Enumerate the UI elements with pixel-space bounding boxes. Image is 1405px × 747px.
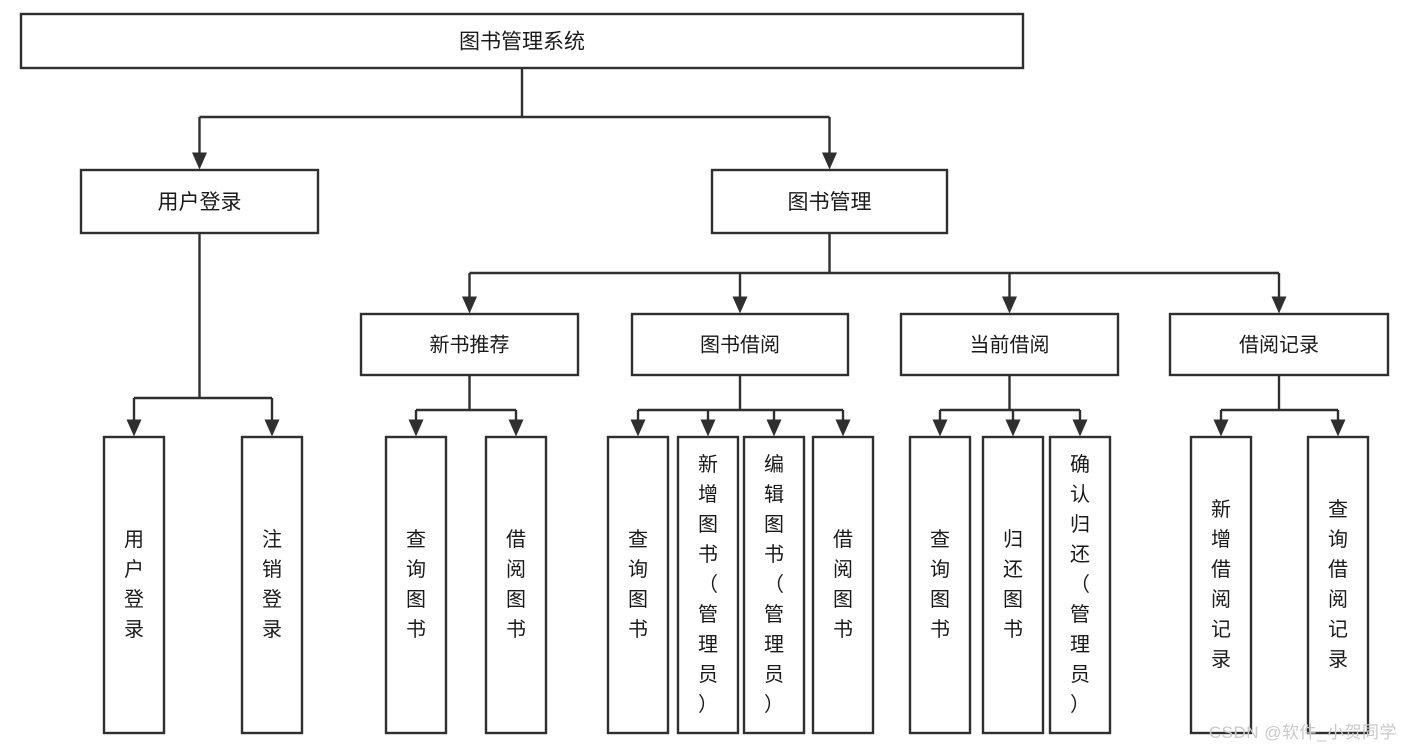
arrow-head-icon (192, 152, 207, 170)
node-label: 新书推荐 (430, 334, 510, 357)
node-label: 当前借阅 (970, 334, 1050, 357)
node-user-login[interactable]: 用户登录 (79, 168, 320, 235)
arrow-head-icon (630, 419, 646, 437)
node-box (908, 435, 972, 735)
node-leaf-add-borrow-record[interactable]: 新增借阅记录 (1189, 435, 1253, 735)
arrow-head-icon (732, 296, 748, 314)
node-leaf-borrow-book-recommend[interactable]: 借阅图书 (484, 435, 548, 735)
node-box (79, 168, 320, 235)
node-label: 图书管理系统 (459, 31, 585, 54)
connector-layer (126, 68, 1346, 437)
node-leaf-borrow-book[interactable]: 借阅图书 (811, 435, 875, 735)
node-book-management[interactable]: 图书管理 (710, 168, 949, 235)
node-box (742, 435, 806, 735)
node-leaf-query-book-borrow[interactable]: 查询图书 (606, 435, 670, 735)
node-label: 注销登录 (262, 528, 282, 641)
arrow-head-icon (1330, 419, 1346, 437)
node-label: 借阅记录 (1239, 334, 1319, 357)
node-label: 查询借阅记录 (1328, 498, 1348, 671)
arrow-head-icon (932, 419, 948, 437)
arrow-head-icon (1005, 419, 1021, 437)
node-box (1048, 435, 1112, 735)
node-label: 确认归还（管理员） (1070, 453, 1090, 716)
node-leaf-query-book-current[interactable]: 查询图书 (908, 435, 972, 735)
arrow-head-icon (835, 419, 851, 437)
node-current-borrow[interactable]: 当前借阅 (899, 312, 1120, 377)
node-root[interactable]: 图书管理系统 (19, 12, 1025, 70)
arrow-head-icon (766, 419, 782, 437)
arrow-head-icon (1072, 419, 1088, 437)
node-label: 新增图书（管理员） (698, 453, 718, 716)
node-label: 借阅图书 (506, 528, 526, 641)
node-leaf-add-book-admin[interactable]: 新增图书（管理员） (676, 435, 740, 735)
arrow-head-icon (822, 152, 837, 170)
node-label: 编辑图书（管理员） (764, 453, 784, 716)
node-box (19, 12, 1025, 70)
arrow-head-icon (1213, 419, 1229, 437)
node-label: 用户登录 (124, 529, 144, 641)
node-leaf-logout[interactable]: 注销登录 (240, 435, 304, 735)
node-label: 查询图书 (930, 528, 950, 641)
arrow-head-icon (1271, 296, 1287, 314)
node-box (811, 435, 875, 735)
node-box (899, 312, 1120, 377)
node-label: 新增借阅记录 (1211, 498, 1231, 671)
arrow-head-icon (264, 419, 280, 437)
node-layer: 图书管理系统用户登录图书管理新书推荐图书借阅当前借阅借阅记录用户登录注销登录查询… (19, 12, 1390, 735)
node-box (981, 435, 1045, 735)
arrow-head-icon (700, 419, 716, 437)
node-box (359, 312, 580, 377)
node-box (240, 435, 304, 735)
node-label: 图书借阅 (700, 334, 780, 357)
node-leaf-query-book-recommend[interactable]: 查询图书 (384, 435, 448, 735)
node-label: 借阅图书 (833, 528, 853, 641)
node-leaf-user-login[interactable]: 用户登录 (102, 435, 166, 735)
node-box (630, 312, 850, 377)
node-new-book-recommend[interactable]: 新书推荐 (359, 312, 580, 377)
node-label: 图书管理 (788, 191, 872, 214)
watermark-label: CSDN @软件_小贺同学 (1208, 723, 1397, 742)
node-box (1306, 435, 1370, 735)
node-box (484, 435, 548, 735)
node-leaf-query-borrow-record[interactable]: 查询借阅记录 (1306, 435, 1370, 735)
arrow-head-icon (462, 296, 477, 314)
node-box (710, 168, 949, 235)
node-label: 归还图书 (1003, 528, 1023, 641)
node-box (676, 435, 740, 735)
node-leaf-return-book[interactable]: 归还图书 (981, 435, 1045, 735)
node-label: 用户登录 (158, 191, 242, 214)
node-box (1168, 312, 1390, 377)
node-box (1189, 435, 1253, 735)
arrow-head-icon (1002, 296, 1017, 314)
node-box (102, 435, 166, 735)
node-box (606, 435, 670, 735)
node-borrow-record[interactable]: 借阅记录 (1168, 312, 1390, 377)
arrow-head-icon (408, 419, 424, 437)
node-label: 查询图书 (406, 528, 426, 641)
node-box (384, 435, 448, 735)
node-label: 查询图书 (628, 528, 648, 641)
node-leaf-edit-book-admin[interactable]: 编辑图书（管理员） (742, 435, 806, 735)
arrow-head-icon (508, 419, 524, 437)
node-leaf-confirm-return-admin[interactable]: 确认归还（管理员） (1048, 435, 1112, 735)
arrow-head-icon (126, 419, 142, 437)
node-book-borrow[interactable]: 图书借阅 (630, 312, 850, 377)
